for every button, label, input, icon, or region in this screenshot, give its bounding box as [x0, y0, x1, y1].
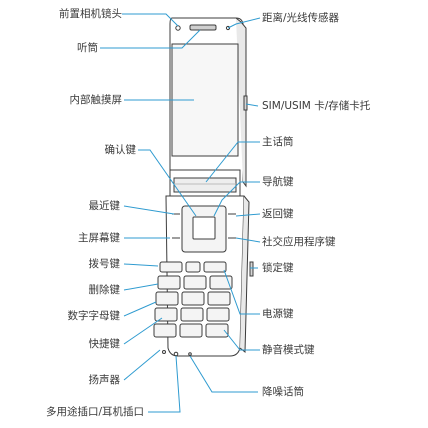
confirm-key-center: [192, 216, 216, 240]
label-sim-tray: SIM/USIM 卡/存储卡托: [262, 100, 371, 112]
multi-jack-hole: [173, 351, 179, 357]
label-silent-key: 静音模式键: [262, 344, 315, 356]
leader-lines: [100, 13, 261, 413]
power-key: [203, 261, 227, 273]
label-home-key: 主屏幕键: [78, 232, 120, 244]
label-lock-key: 锁定键: [262, 262, 294, 274]
label-multi-jack: 多用途插口/耳机插口: [45, 406, 144, 418]
label-shortcut-key: 快捷键: [88, 338, 121, 350]
label-recent-key: 最近键: [88, 200, 121, 212]
phone-upper-body: [169, 17, 248, 188]
label-delete-key: 删除键: [88, 284, 121, 296]
label-speaker: 扬声器: [88, 374, 121, 386]
earpiece-grille: [189, 24, 217, 31]
label-front-camera: 前置相机镜头: [59, 8, 122, 20]
label-proximity-sensor: 距离/光线传感器: [262, 12, 340, 24]
dial-key: [159, 261, 183, 273]
label-earpiece: 听筒: [77, 42, 98, 54]
clear-key: [185, 261, 201, 273]
alnum-keypad: [153, 275, 233, 338]
noise-mic-hole: [188, 352, 192, 356]
label-dial-key: 拨号键: [88, 258, 121, 270]
proximity-sensor-dot: [225, 25, 231, 31]
sim-tray-slot: [243, 95, 248, 111]
label-main-mic: 主话筒: [262, 136, 294, 148]
label-alnum-key: 数字字母键: [67, 310, 121, 322]
label-confirm-key: 确认键: [104, 144, 137, 156]
lock-key-side: [249, 261, 254, 277]
speaker-hole: [162, 350, 166, 354]
label-inner-touchscreen: 内部触摸屏: [69, 94, 123, 106]
label-noise-mic: 降噪话筒: [262, 386, 304, 398]
label-nav-key: 导航键: [262, 176, 294, 188]
label-power-key: 电源键: [262, 308, 294, 320]
label-back-key: 返回键: [262, 208, 294, 220]
phone-hinge: [169, 169, 241, 197]
phone-lower-body: [153, 195, 254, 357]
label-social-key: 社交应用程序键: [262, 236, 336, 248]
